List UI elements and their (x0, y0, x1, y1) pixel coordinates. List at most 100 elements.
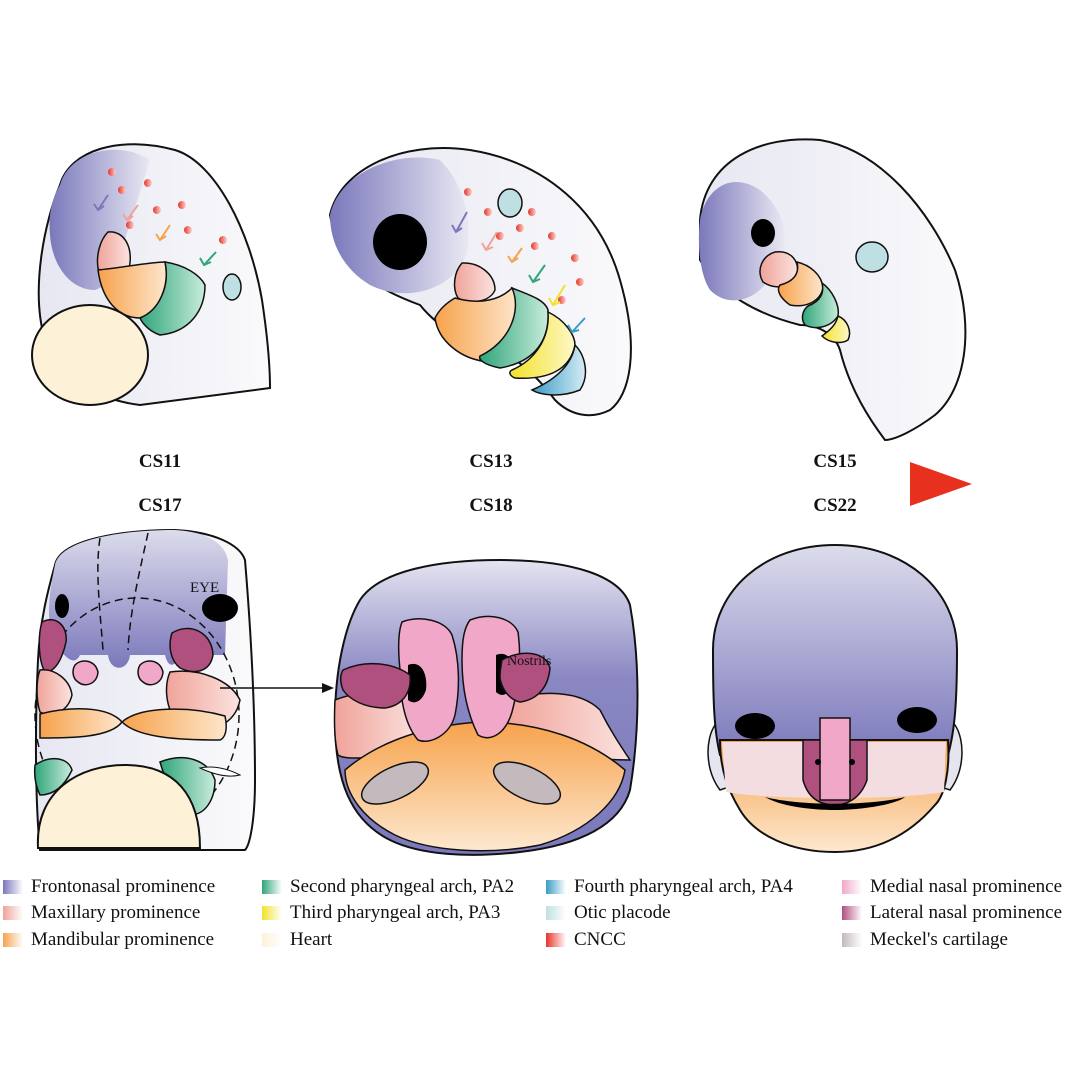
cs11-migration-arrow (126, 204, 139, 221)
cs15-otic-placode (855, 241, 889, 273)
cs13-cncc-dot (464, 188, 472, 196)
cs11-cncc-dot (178, 201, 186, 209)
cs11-migration-arrow (155, 233, 167, 242)
cs15-eye (751, 219, 775, 247)
stage-label-cs22: CS22 (813, 495, 857, 516)
cs11-cncc-dot (108, 168, 116, 176)
cs22-eye (735, 713, 775, 739)
cs17-medial-nasal (72, 660, 99, 686)
cs11-cncc-dot (126, 221, 134, 229)
cs18-medial-nasal (461, 615, 521, 739)
legend-item-meckel: Meckel's cartilage (842, 929, 1008, 951)
stage-label-cs17: CS17 (138, 495, 182, 516)
cs18-meckels-cartilage (360, 761, 430, 805)
legend-swatch (3, 880, 23, 894)
cs11-heart (31, 304, 149, 406)
cs11-cncc-dot (219, 236, 227, 244)
legend-swatch (842, 880, 862, 894)
eye-label: EYE (190, 580, 220, 596)
cs13-migration-arrow (571, 317, 586, 333)
cs11-migration-arrow (199, 257, 212, 267)
cs18-nostril (408, 663, 427, 703)
cs13-migration-arrow (552, 284, 566, 306)
cs17-mandibular (120, 708, 227, 741)
cs11-migration-arrow (122, 213, 134, 222)
cs13-cncc-dot (516, 224, 524, 232)
cs17-eye (202, 594, 238, 622)
cs13-migration-arrow (481, 242, 494, 252)
cs13-pa4 (530, 343, 587, 396)
legend-item-frontonasal: Frontonasal prominence (3, 876, 215, 898)
legend-label: Second pharyngeal arch, PA2 (290, 876, 515, 897)
cs13-migration-arrow (532, 264, 546, 283)
cs22-nostril (815, 759, 821, 765)
cs11-cncc-dot (144, 179, 152, 187)
cs13-migration-arrow (528, 274, 541, 284)
legend-item-heart: Heart (262, 929, 332, 951)
cs17-heart (36, 763, 202, 849)
cs22-head (711, 543, 959, 756)
cs18-meckels-cartilage (492, 761, 562, 805)
stage-label-cs13: CS13 (469, 451, 513, 472)
cs13-migration-arrow (567, 324, 580, 334)
legend: Frontonasal prominence Maxillary promine… (0, 872, 1080, 962)
stage-label-cs11: CS11 (138, 451, 182, 472)
legend-swatch (546, 933, 566, 947)
cs11-migration-arrow (159, 224, 171, 241)
legend-swatch (3, 906, 23, 920)
cs18-lateral-nasal (340, 662, 411, 709)
cs13-migration-arrow (485, 231, 498, 251)
embryo-cs17 (33, 528, 257, 851)
legend-item-pa2: Second pharyngeal arch, PA2 (262, 876, 514, 898)
legend-item-medial-nasal: Medial nasal prominence (842, 876, 1062, 898)
legend-label: Third pharyngeal arch, PA3 (290, 902, 501, 923)
cs17-lateral-nasal (169, 627, 214, 673)
cs15-pa3 (820, 314, 851, 344)
stage-label-cs15: CS15 (813, 451, 857, 472)
cs17-lateral-nasal (38, 619, 67, 673)
legend-item-mandibular: Mandibular prominence (3, 929, 214, 951)
cs13-cncc-dot (571, 254, 579, 262)
cs13-cncc-dot (548, 232, 556, 240)
cs11-cncc-dot (153, 206, 161, 214)
cs13-migration-arrow (511, 247, 523, 263)
cs22-eye (897, 707, 937, 733)
cs11-pa2 (139, 261, 206, 336)
zoom-arrow (220, 683, 334, 693)
cs17-eye (55, 594, 69, 618)
cs17-cleft (198, 766, 242, 777)
cs13-migration-arrow (507, 255, 519, 264)
cs13-cncc-dot (484, 208, 492, 216)
cs13-pa3 (509, 310, 576, 379)
embryo-cs22 (707, 543, 963, 854)
legend-label: Meckel's cartilage (870, 929, 1008, 950)
legend-item-lateral-nasal: Lateral nasal prominence (842, 902, 1062, 924)
cs22-mouth (765, 797, 905, 810)
cs11-migration-arrow (93, 203, 105, 212)
cs11-cncc-dot (118, 186, 126, 194)
legend-label: Mandibular prominence (31, 929, 215, 950)
legend-label: Heart (290, 929, 333, 950)
legend-item-pa3: Third pharyngeal arch, PA3 (262, 902, 500, 924)
cs13-cncc-dot (576, 278, 584, 286)
cs13-migration-arrow (548, 297, 561, 307)
legend-swatch (546, 906, 566, 920)
legend-label: Frontonasal prominence (31, 876, 216, 897)
cs11-migration-arrow (97, 194, 109, 211)
cs13-eye (373, 214, 427, 270)
cs17-medial-nasal (137, 660, 164, 686)
cs11-cncc-dot (184, 226, 192, 234)
cs13-migration-arrow (451, 224, 463, 234)
legend-label: CNCC (574, 929, 626, 950)
legend-label: Medial nasal prominence (870, 876, 1063, 897)
legend-swatch (262, 933, 282, 947)
legend-swatch (842, 906, 862, 920)
nostrils-label: Nostrils (507, 654, 552, 669)
legend-label: Fourth pharyngeal arch, PA4 (574, 876, 793, 897)
cs11-otic-placode (222, 273, 242, 301)
legend-item-pa4: Fourth pharyngeal arch, PA4 (546, 876, 793, 898)
legend-item-cncc: CNCC (546, 929, 626, 951)
legend-swatch (546, 880, 566, 894)
stage-label-cs18: CS18 (469, 495, 513, 516)
